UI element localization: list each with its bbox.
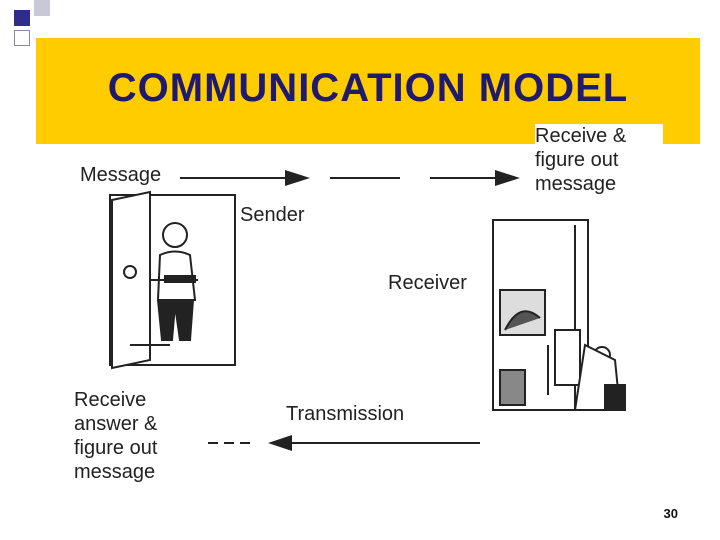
message-label: Message — [80, 163, 162, 187]
receiver-illustration — [492, 219, 626, 411]
message-arrow — [180, 170, 520, 186]
slide-title: COMMUNICATION MODEL — [107, 66, 629, 110]
page-number: 30 — [663, 506, 678, 521]
receive-figure-out-label: Receive & figure out message — [535, 124, 663, 196]
corner-square-light — [34, 0, 50, 16]
corner-square-outline — [14, 30, 30, 46]
receive-answer-label: Receive answer & figure out message — [74, 388, 204, 484]
transmission-label: Transmission — [286, 402, 405, 426]
receiver-label: Receiver — [388, 271, 467, 295]
corner-square-dark — [14, 10, 30, 26]
feedback-arrow — [208, 435, 480, 451]
sender-label: Sender — [240, 203, 305, 227]
sender-illustration — [109, 190, 236, 370]
